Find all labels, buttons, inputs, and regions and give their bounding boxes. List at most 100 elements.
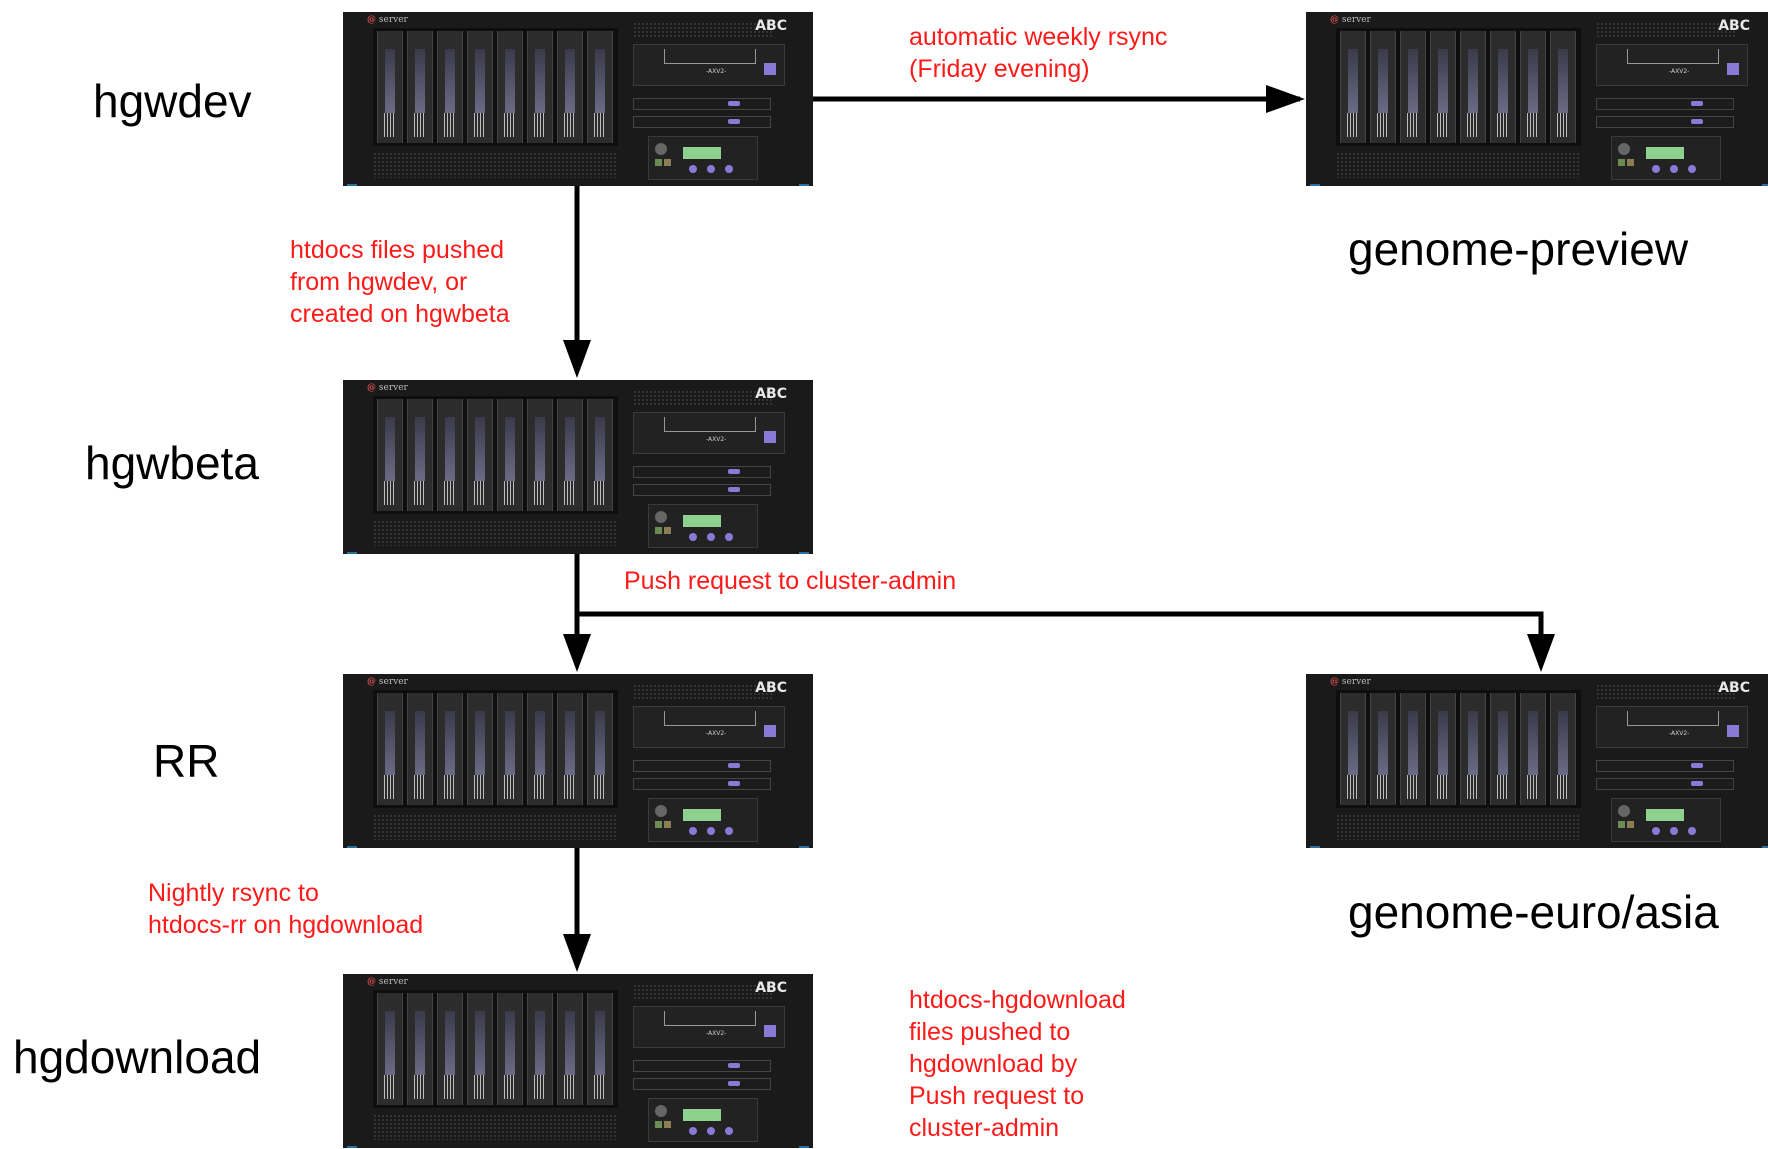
control-panel: [648, 136, 758, 180]
note-line: files pushed to: [909, 1018, 1071, 1046]
drive-bay: [1370, 31, 1396, 143]
drive-bay: [497, 399, 523, 511]
label-hgdownload: hgdownload: [13, 1031, 262, 1083]
optical-drive-panel: -AXV2-: [633, 706, 785, 748]
optical-drive-panel: -AXV2-: [633, 1006, 785, 1048]
vendor-badge: ABC: [755, 680, 787, 696]
drive-bays: [373, 690, 618, 808]
drive-bay: [587, 693, 613, 805]
drive-bay: [1550, 693, 1576, 805]
drive-bay: [527, 31, 553, 143]
drive-bay: [467, 399, 493, 511]
drive-bay: [587, 31, 613, 143]
note-line: Nightly rsync to: [148, 879, 319, 907]
vent-grill: [1336, 814, 1581, 840]
note-line: hgdownload by: [909, 1050, 1078, 1078]
drive-tray: [1596, 98, 1734, 110]
lcd-display: [1646, 147, 1684, 159]
server-brand: @ server: [1330, 677, 1371, 687]
drive-bay: [467, 993, 493, 1105]
note-line: (Friday evening): [909, 55, 1090, 83]
drive-tray: [1596, 116, 1734, 128]
drive-bay: [1430, 31, 1456, 143]
drive-bay: [437, 993, 463, 1105]
label-hgwbeta: hgwbeta: [85, 437, 259, 489]
vent-grill: [633, 22, 773, 38]
drive-bay: [497, 693, 523, 805]
lcd-display: [683, 1109, 721, 1121]
drive-tray: [633, 1060, 771, 1072]
drive-tray: [1596, 778, 1734, 790]
control-panel: [648, 504, 758, 548]
drive-tray: [633, 466, 771, 478]
optical-drive-panel: -AXV2-: [633, 44, 785, 86]
drive-bay: [407, 993, 433, 1105]
server-brand: @ server: [1330, 15, 1371, 25]
lcd-display: [1646, 809, 1684, 821]
server-brand: @ server: [367, 383, 408, 393]
drive-bay: [527, 399, 553, 511]
drive-bay: [437, 693, 463, 805]
note-line: automatic weekly rsync: [909, 23, 1168, 51]
drive-bays: [373, 28, 618, 146]
note-line: cluster-admin: [909, 1114, 1060, 1142]
model-label: -AXV2-: [1669, 730, 1690, 737]
drive-bay: [407, 31, 433, 143]
vent-grill: [373, 1114, 618, 1140]
server-brand: @ server: [367, 677, 408, 687]
drive-bay: [557, 693, 583, 805]
lcd-display: [683, 147, 721, 159]
note-weekly-rsync: automatic weekly rsync (Friday evening): [909, 21, 1167, 85]
drive-bay: [587, 399, 613, 511]
drive-bay: [437, 399, 463, 511]
drive-bay: [557, 399, 583, 511]
note-line: Push request to: [909, 1082, 1085, 1110]
note-push-request: Push request to cluster-admin: [624, 565, 956, 597]
drive-tray: [633, 760, 771, 772]
drive-bay: [587, 993, 613, 1105]
drive-bay: [1400, 31, 1426, 143]
drive-bay: [407, 399, 433, 511]
drive-tray: [633, 116, 771, 128]
label-hgwdev: hgwdev: [93, 75, 252, 127]
drive-bay: [437, 31, 463, 143]
vent-grill: [373, 814, 618, 840]
drive-bay: [1430, 693, 1456, 805]
lcd-display: [683, 515, 721, 527]
drive-bay: [377, 993, 403, 1105]
drive-bay: [467, 693, 493, 805]
drive-bay: [557, 31, 583, 143]
drive-bays: [373, 396, 618, 514]
drive-bay: [1370, 693, 1396, 805]
note-line: from hgwdev, or: [290, 268, 468, 296]
optical-drive-panel: -AXV2-: [1596, 44, 1748, 86]
note-htdocs-push: htdocs files pushed from hgwdev, or crea…: [290, 234, 510, 330]
vent-grill: [1596, 684, 1736, 700]
drive-bay: [377, 693, 403, 805]
drive-bays: [373, 990, 618, 1108]
note-line: created on hgwbeta: [290, 300, 510, 328]
label-rr: RR: [153, 735, 220, 787]
vendor-badge: ABC: [1718, 18, 1750, 34]
control-panel: [1611, 798, 1721, 842]
arrow-hgwbeta-to-genome-euro-asia: [577, 611, 1544, 644]
vendor-badge: ABC: [755, 386, 787, 402]
optical-drive-panel: -AXV2-: [1596, 706, 1748, 748]
label-genome-preview: genome-preview: [1348, 223, 1689, 275]
drive-bay: [1460, 31, 1486, 143]
vent-grill: [633, 390, 773, 406]
model-label: -AXV2-: [1669, 68, 1690, 75]
vendor-badge: ABC: [755, 18, 787, 34]
vent-grill: [373, 520, 618, 546]
drive-bay: [527, 693, 553, 805]
server-brand: @ server: [367, 977, 408, 987]
server-rr: @ server ABC -AXV2-: [343, 674, 813, 848]
drive-bay: [377, 399, 403, 511]
drive-bay: [497, 31, 523, 143]
drive-bay: [1550, 31, 1576, 143]
drive-bay: [377, 31, 403, 143]
